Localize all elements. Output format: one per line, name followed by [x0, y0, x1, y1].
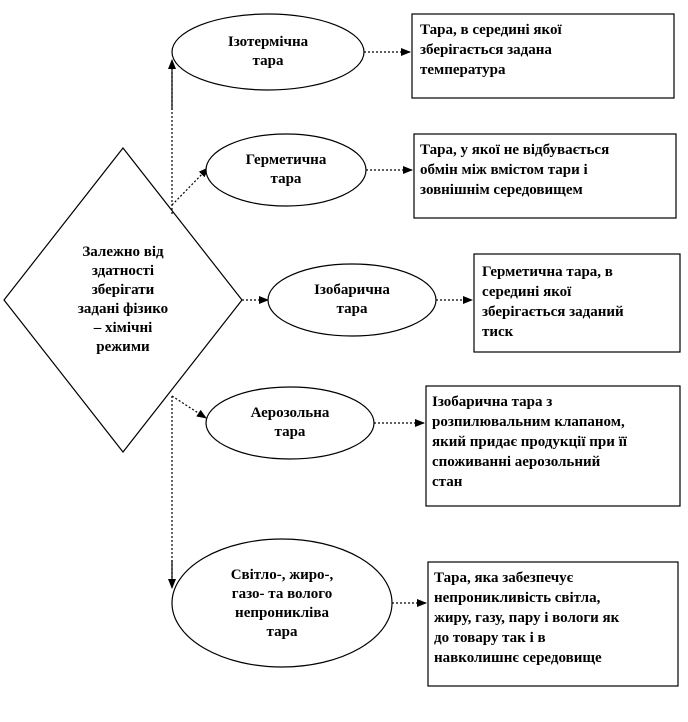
- box-isothermal: [411, 13, 675, 99]
- ellipse-label-aerosol: Аерозольна тара: [250, 405, 330, 440]
- box-text-hermetic: Тара, у якої не відбувається обмін між в…: [420, 142, 610, 198]
- box-hermetic: [413, 133, 677, 219]
- ellipse-label-impermeable: Світло-, жиро-, газо- та волого непроник…: [230, 567, 334, 640]
- box-text-aerosol: Ізобарична тара з розпилювальним клапано…: [432, 394, 627, 490]
- box-text-isobaric: Герметична тара, в середині якої зберіга…: [482, 264, 624, 340]
- diamond-label: Залежно від здатності зберігати задані ф…: [77, 244, 169, 355]
- ellipse-label-isobaric: Ізобарична тара: [314, 282, 390, 317]
- ellipse-label-hermetic: Герметична тара: [245, 152, 327, 187]
- ellipse-label-isothermal: Ізотермічна тара: [227, 34, 309, 69]
- arrow-to-hermetic: [171, 167, 209, 206]
- box-impermeable: [427, 561, 679, 687]
- arrow-to-aerosol: [171, 395, 207, 419]
- box-isobaric: [473, 253, 681, 353]
- diamond-shape: [3, 147, 243, 453]
- box-text-isothermal: Тара, в середині якої зберігається задан…: [420, 22, 562, 78]
- box-aerosol: [425, 385, 681, 507]
- box-text-impermeable: Тара, яка забезпечує непроникливість сві…: [434, 570, 620, 666]
